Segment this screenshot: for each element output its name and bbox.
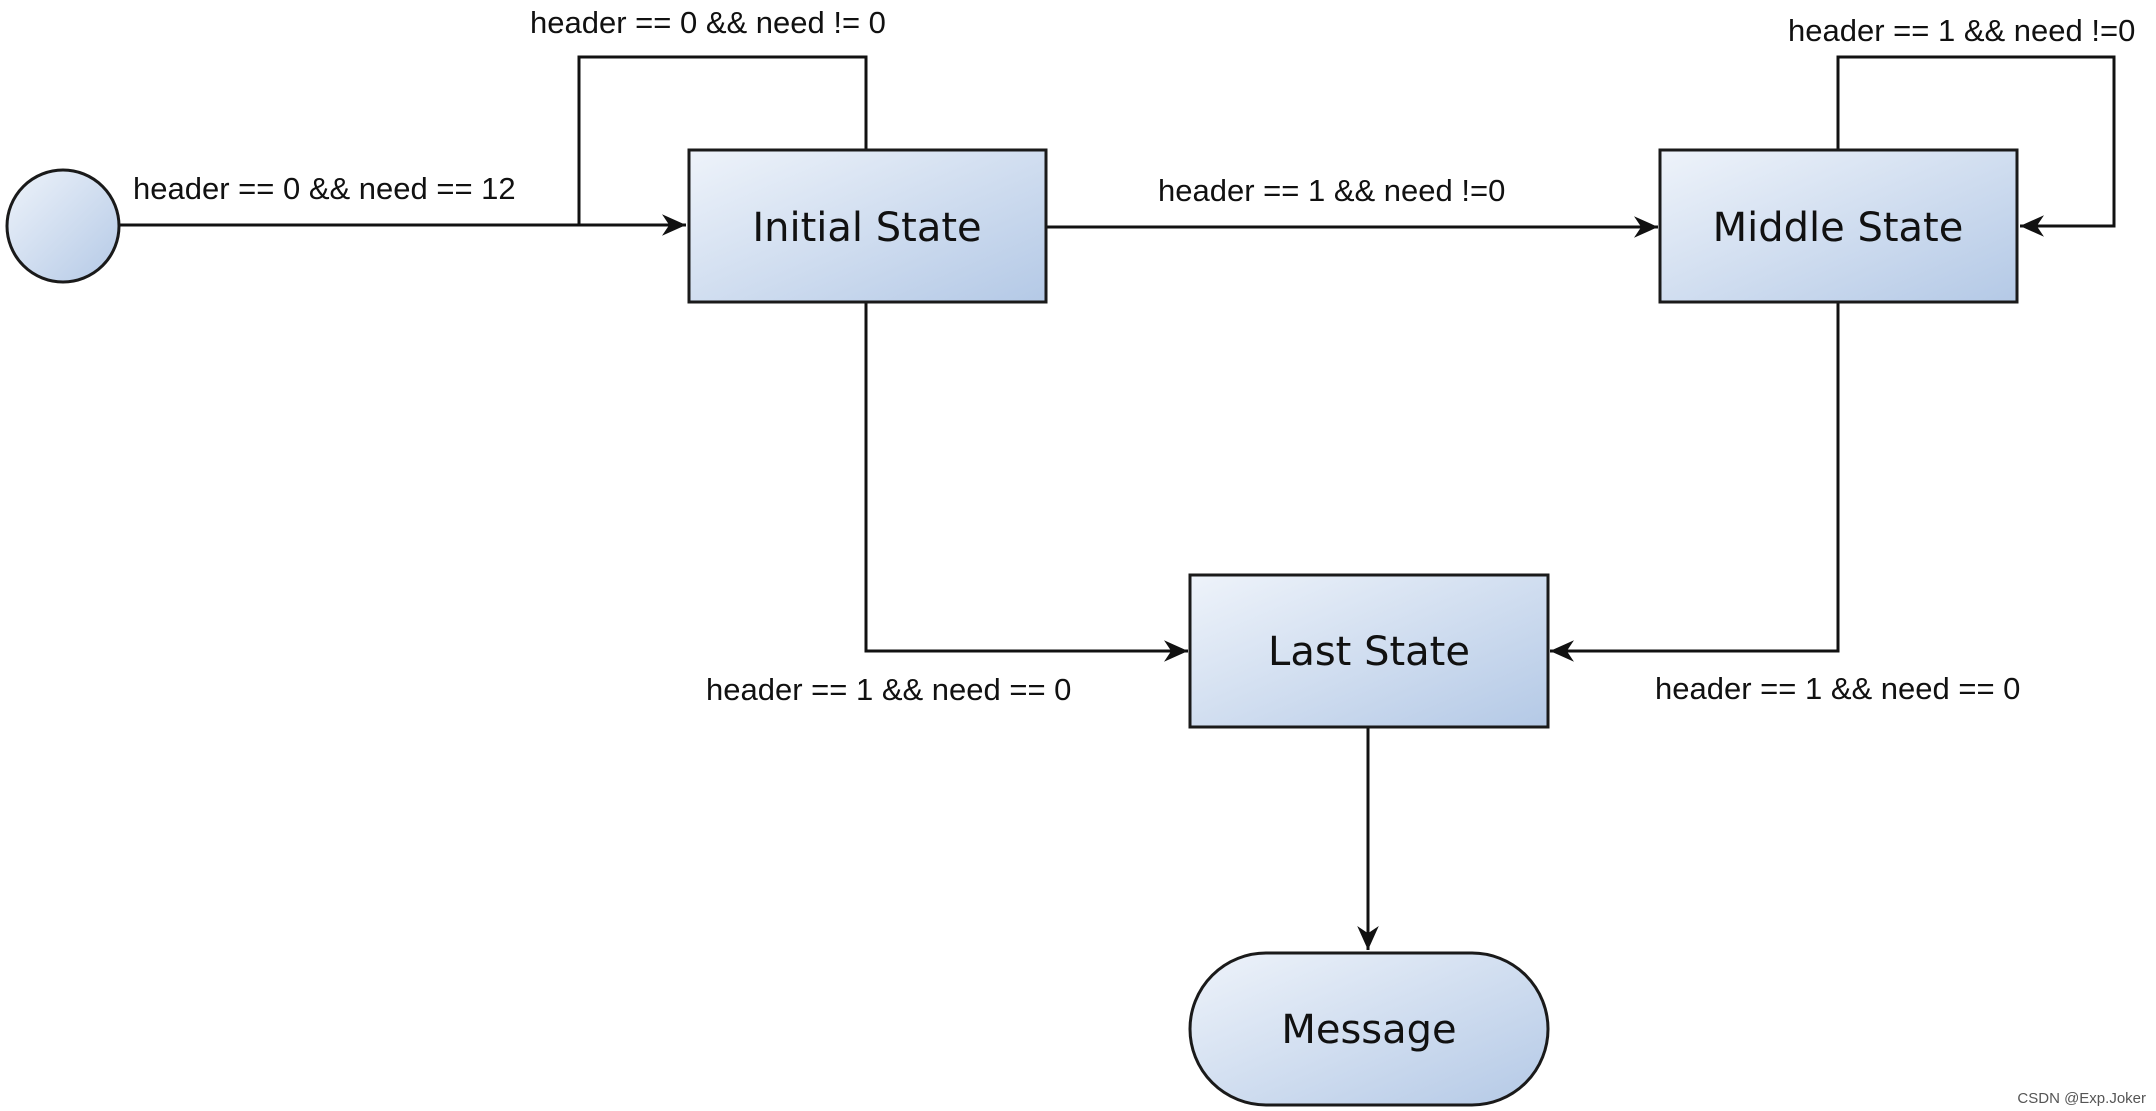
- edge-label-middle-to-last: header == 1 && need == 0: [1655, 671, 2020, 706]
- message-label: Message: [1281, 1007, 1456, 1053]
- initial-state-node: Initial State: [687, 148, 1048, 304]
- edge-label-middle-self-loop: header == 1 && need !=0: [1788, 13, 2135, 48]
- edge-label-initial-to-last: header == 1 && need == 0: [706, 672, 1071, 707]
- edge-label-start-to-initial: header == 0 && need == 12: [133, 171, 516, 206]
- last-state-node: Last State: [1188, 573, 1550, 729]
- initial-pseudostate-node: [5, 168, 121, 284]
- edge-label-initial-self-loop: header == 0 && need != 0: [530, 5, 886, 40]
- message-node: Message: [1188, 951, 1550, 1107]
- edge-label-initial-to-middle: header == 1 && need !=0: [1158, 173, 1505, 208]
- edge-middle-to-last: [1550, 302, 1840, 662]
- middle-state-node: Middle State: [1658, 148, 2019, 304]
- last-state-label: Last State: [1268, 629, 1470, 675]
- edge-middle-self-loop: [1836, 55, 2116, 237]
- edge-initial-self-loop: [577, 55, 868, 225]
- watermark: CSDN @Exp.Joker: [2017, 1090, 2146, 1107]
- initial-state-label: Initial State: [752, 205, 981, 251]
- middle-state-label: Middle State: [1713, 205, 1964, 251]
- edge-initial-to-last: [864, 302, 1188, 662]
